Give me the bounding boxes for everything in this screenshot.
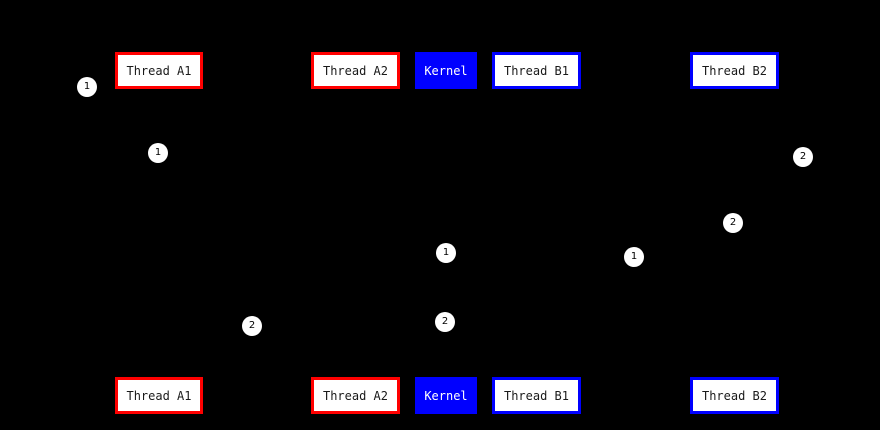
participant-label: Kernel [424,63,468,78]
badge-number: 2 [248,320,256,331]
participant-thread-a2-bottom[interactable]: Thread A2 [311,377,400,414]
message-number-badge-2: 2 [435,312,455,332]
badge-number: 1 [630,251,638,262]
message-arrow-msg-4 [158,323,446,329]
participant-thread-a1-bottom[interactable]: Thread A1 [115,377,203,414]
lifeline-thread-a1 [159,89,160,377]
participant-label: Thread A2 [322,388,389,403]
participant-label: Thread B1 [503,388,570,403]
participant-label: Thread B2 [701,63,768,78]
badge-number: 1 [442,247,450,258]
badge-number: 2 [441,316,449,327]
participant-label: Thread B1 [503,63,570,78]
participant-kernel-top[interactable]: Kernel [415,52,477,89]
message-number-badge-1: 1 [148,143,168,163]
badge-number: 2 [799,151,807,162]
participant-kernel-bottom[interactable]: Kernel [415,377,477,414]
participant-thread-a2-top[interactable]: Thread A2 [311,52,400,89]
lifeline-thread-a2 [355,89,356,377]
message-number-badge-2: 2 [793,147,813,167]
message-arrow-msg-3 [446,254,538,260]
participant-label: Kernel [424,388,468,403]
participant-thread-b2-bottom[interactable]: Thread B2 [690,377,779,414]
lifeline-thread-b2 [734,89,735,377]
message-number-badge-2: 2 [723,213,743,233]
message-arrow-msg-2 [445,220,734,226]
badge-number: 1 [154,147,162,158]
message-number-badge-1: 1 [436,243,456,263]
message-number-badge-1: 1 [624,247,644,267]
lifeline-thread-b1 [537,89,538,377]
badge-number: 1 [83,81,91,92]
participant-label: Thread A2 [322,63,389,78]
participant-thread-a1-top[interactable]: Thread A1 [115,52,203,89]
message-arrow-msg-1 [159,150,447,156]
participant-label: Thread A1 [126,63,192,78]
badge-number: 2 [729,217,737,228]
lifeline-kernel [446,85,447,377]
participant-label: Thread B2 [701,388,768,403]
participant-thread-b2-top[interactable]: Thread B2 [690,52,779,89]
participant-thread-b1-top[interactable]: Thread B1 [492,52,581,89]
message-number-badge-2: 2 [242,316,262,336]
participant-label: Thread A1 [126,388,192,403]
participant-thread-b1-bottom[interactable]: Thread B1 [492,377,581,414]
message-number-badge-1: 1 [77,77,97,97]
